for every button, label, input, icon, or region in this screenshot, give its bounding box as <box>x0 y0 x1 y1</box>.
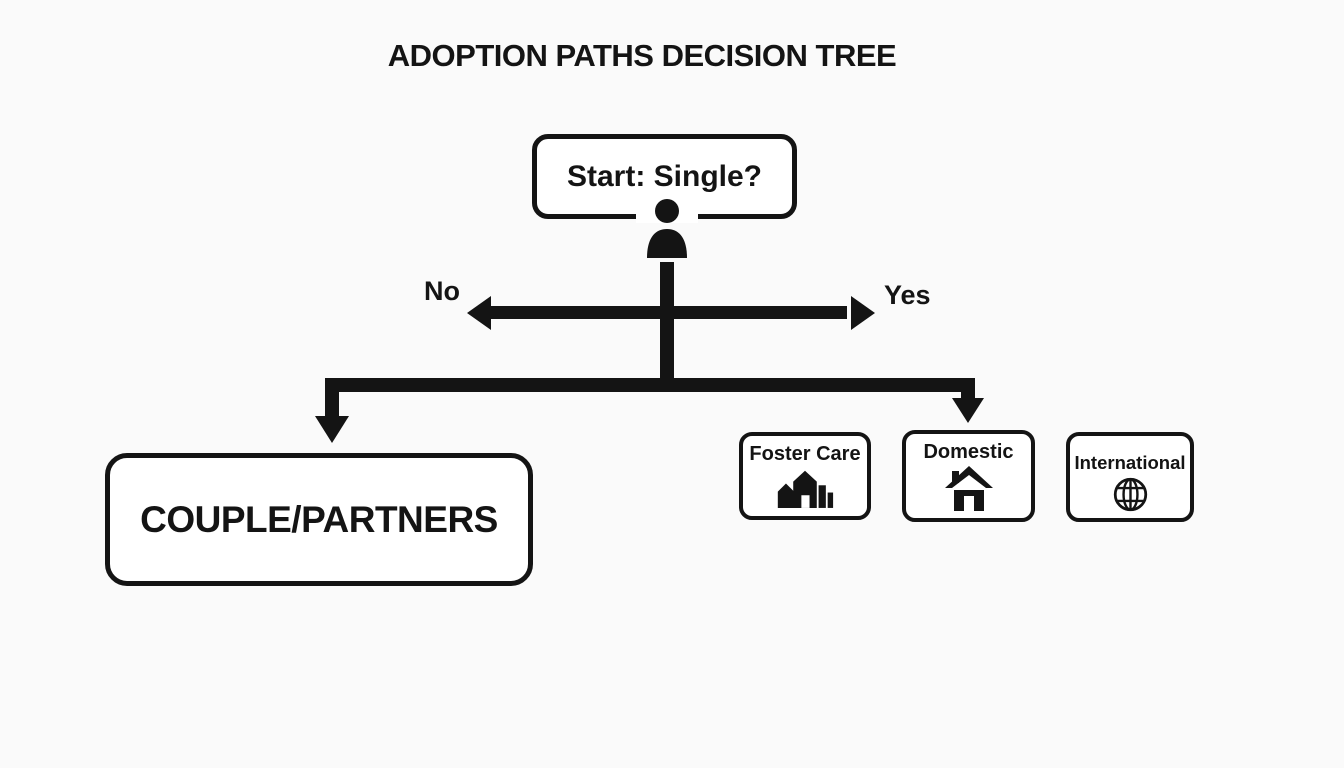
page-title: ADOPTION PATHS DECISION TREE <box>387 38 897 73</box>
right-branch-arrowhead-icon <box>952 398 984 423</box>
node-foster-care: Foster Care <box>739 432 871 520</box>
left-branch-stem <box>325 378 339 418</box>
root-stem-line <box>660 262 674 392</box>
node-start-label: Start: Single? <box>566 159 762 193</box>
edge-label-no: No <box>424 276 460 306</box>
yes-arrowhead-icon <box>851 296 875 330</box>
node-domestic-label: Domestic <box>923 441 1014 463</box>
node-domestic: Domestic <box>902 430 1035 522</box>
branch-line <box>325 378 975 392</box>
node-couple-partners: COUPLE/PARTNERS <box>105 453 533 586</box>
left-branch-arrowhead-icon <box>315 416 349 443</box>
decision-arrow-shaft <box>489 306 847 319</box>
node-couple-partners-label: COUPLE/PARTNERS <box>140 498 498 540</box>
right-branch-stem <box>961 378 975 400</box>
person-icon <box>645 198 689 258</box>
node-foster-care-label: Foster Care <box>749 443 861 465</box>
houses-icon <box>776 468 834 508</box>
edge-label-yes: Yes <box>884 280 931 310</box>
house-icon <box>944 466 993 511</box>
no-arrowhead-icon <box>467 296 491 330</box>
node-international-label: International <box>1074 452 1186 473</box>
node-international: International <box>1066 432 1194 522</box>
globe-icon <box>1112 476 1149 513</box>
